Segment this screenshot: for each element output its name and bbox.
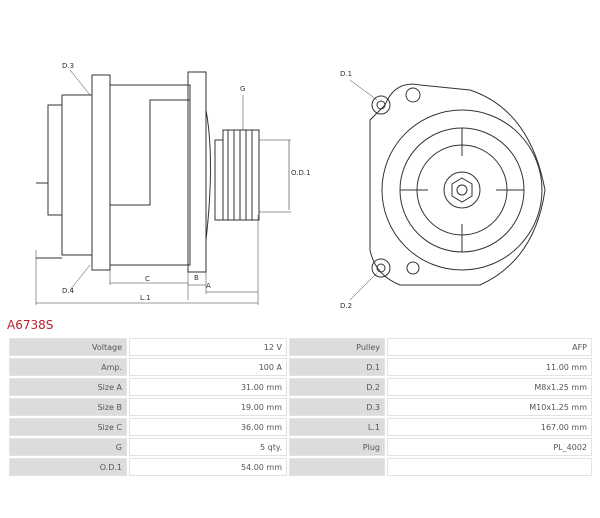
spec-label [289,458,385,476]
label-d2: D.2 [340,302,352,310]
label-d4: D.4 [62,287,75,295]
spec-value: 11.00 mm [387,358,592,376]
side-view: D.3 D.4 G O.D.1 C B A L.1 [35,62,311,305]
spec-value: 54.00 mm [129,458,287,476]
spec-value: M10x1.25 mm [387,398,592,416]
label-od1: O.D.1 [291,169,311,177]
spec-value: 5 qty. [129,438,287,456]
spec-label: Amp. [9,358,127,376]
front-view: D.1 D.2 [340,70,546,310]
label-d3: D.3 [62,62,74,70]
label-b: B [194,274,199,282]
spec-label: O.D.1 [9,458,127,476]
spec-value: 31.00 mm [129,378,287,396]
spec-label: D.1 [289,358,385,376]
spec-label: D.2 [289,378,385,396]
spec-label: Plug [289,438,385,456]
spec-label: Pulley [289,338,385,356]
spec-label: Size C [9,418,127,436]
spec-value: 167.00 mm [387,418,592,436]
label-d1: D.1 [340,70,352,78]
spec-label: Size A [9,378,127,396]
spec-label: L.1 [289,418,385,436]
label-a: A [206,282,211,290]
spec-value: AFP [387,338,592,356]
spec-label: Voltage [9,338,127,356]
spec-label: Size B [9,398,127,416]
spec-value: 100 A [129,358,287,376]
spec-value [387,458,592,476]
spec-value: 19.00 mm [129,398,287,416]
spec-value: 36.00 mm [129,418,287,436]
spec-label: G [9,438,127,456]
product-code: A6738S [7,318,54,332]
spec-value: M8x1.25 mm [387,378,592,396]
label-c: C [145,275,150,283]
label-g: G [240,85,245,93]
spec-value: PL_4002 [387,438,592,456]
spec-label: D.3 [289,398,385,416]
spec-value: 12 V [129,338,287,356]
label-l1: L.1 [140,294,151,302]
alternator-technical-drawing: D.3 D.4 G O.D.1 C B A L.1 D.1 D.2 [35,62,546,310]
